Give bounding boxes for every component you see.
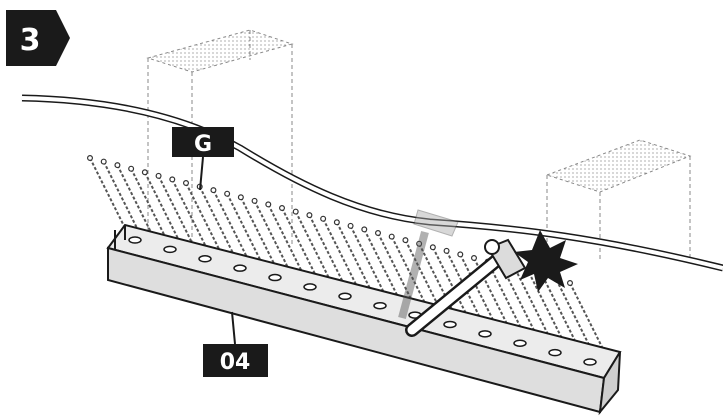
spike: [116, 164, 154, 236]
wire-label-text: G: [194, 132, 212, 157]
rail-hole: [128, 236, 142, 244]
hammer-ghost-icon: [398, 209, 459, 320]
spike-head: [292, 208, 299, 215]
spike-head: [279, 205, 286, 212]
spike-head: [375, 230, 382, 237]
spike: [555, 278, 593, 350]
spike: [253, 200, 291, 272]
spike-head: [128, 165, 135, 172]
step-badge: 3: [6, 10, 70, 66]
spike-head: [333, 219, 340, 226]
spike-head: [169, 176, 176, 183]
rail-hole: [583, 358, 597, 366]
leader-line-wire: [199, 156, 204, 191]
spike: [445, 250, 483, 322]
spike: [226, 193, 264, 265]
spike-head: [443, 247, 450, 254]
post-block-left: [146, 29, 294, 275]
spike-head: [566, 280, 573, 287]
spike: [431, 246, 469, 318]
spike: [267, 203, 305, 275]
hammer-icon: [405, 238, 527, 337]
spike: [363, 228, 401, 300]
spike-head: [86, 155, 93, 162]
spike: [239, 196, 277, 268]
rail-hole: [303, 283, 317, 291]
spike: [390, 236, 428, 308]
spike-head: [416, 240, 423, 247]
spike-head: [429, 244, 436, 251]
spike-head: [457, 251, 464, 258]
spike: [569, 282, 606, 354]
rail-hole: [198, 255, 212, 263]
wire-label: G: [172, 127, 234, 157]
spike-head: [237, 194, 244, 201]
rail-label: 04: [203, 344, 268, 377]
spike: [486, 261, 524, 333]
rail-hole: [373, 301, 387, 310]
rail-hole: [268, 273, 282, 282]
spike-head: [347, 222, 354, 229]
rail-hole: [338, 292, 352, 301]
cable-wire: [21, 94, 723, 272]
rail-hole: [548, 348, 562, 357]
spike: [418, 243, 456, 315]
spike-head: [141, 169, 148, 176]
spike-head: [320, 215, 327, 222]
spike: [335, 221, 373, 293]
spike-head: [306, 212, 313, 219]
impact-burst-icon: [514, 230, 578, 292]
spike-head: [251, 197, 258, 204]
spike: [349, 225, 387, 297]
post-block-right: [545, 139, 692, 262]
spike: [459, 253, 497, 325]
spike-head: [224, 190, 231, 197]
rail-hole: [478, 330, 492, 338]
rail-hole: [163, 245, 177, 254]
step-number: 3: [20, 23, 41, 58]
spike: [514, 268, 552, 340]
spike: [212, 189, 250, 261]
spike: [527, 271, 565, 343]
spike: [322, 218, 360, 290]
spike: [102, 161, 140, 233]
spike: [377, 232, 414, 304]
rail-hole: [443, 320, 457, 329]
spike: [281, 207, 318, 279]
rail-hole: [513, 339, 527, 347]
spike-head: [388, 233, 395, 240]
rail-hole: [233, 264, 247, 272]
spike: [143, 171, 181, 243]
spike-head: [402, 237, 409, 244]
spike: [294, 211, 332, 283]
rail-label-text: 04: [220, 350, 251, 375]
spike-head: [265, 201, 272, 208]
spike: [171, 178, 209, 250]
rail-holes: [128, 236, 597, 366]
spike: [185, 182, 222, 254]
spike: [198, 186, 236, 258]
spike: [404, 239, 442, 311]
spike-head: [155, 172, 162, 179]
spike: [308, 214, 346, 286]
spike-head: [100, 158, 107, 165]
spike-head: [114, 162, 121, 169]
leader-line-rail: [231, 311, 236, 345]
spike: [541, 275, 579, 347]
spike: [130, 168, 168, 240]
spike: [157, 175, 195, 247]
spike-head: [183, 180, 190, 187]
spike-head: [361, 226, 368, 233]
spike-head: [471, 255, 478, 262]
mounting-rail: [106, 223, 622, 416]
spike: [89, 157, 126, 229]
spike-head: [210, 187, 217, 194]
